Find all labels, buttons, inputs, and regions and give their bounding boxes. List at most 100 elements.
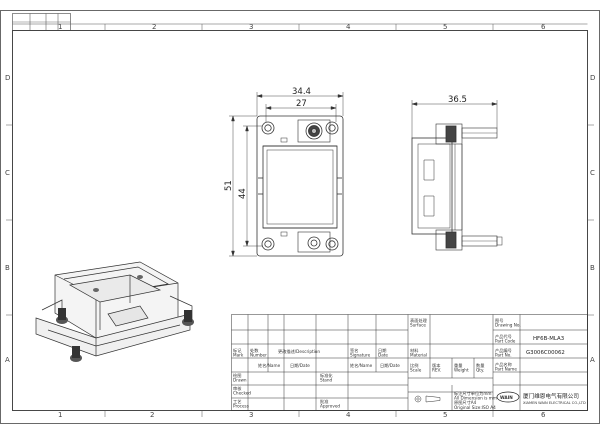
- side-grid-ticks: [6, 124, 594, 316]
- label-surface-text-line-1: Surface: [410, 323, 426, 328]
- corner-revision-box: [12, 13, 71, 31]
- label-material-text: 材料: [410, 347, 419, 354]
- label-zone-text-line-1: Number: [250, 353, 267, 358]
- label-process-text-line-1: Process: [233, 404, 249, 409]
- grid-col-top-5: 5: [443, 23, 447, 31]
- label-part-no-text-line-1: Part No.: [495, 353, 512, 358]
- label-scale-text-line-1: Scale: [410, 368, 422, 373]
- label-date2: 日期/Date: [290, 363, 310, 369]
- label-drawing-no-text: 图号: [495, 318, 503, 324]
- grid-col-top-6: 6: [541, 23, 546, 31]
- label-signature-text-line-1: Signature: [350, 353, 371, 358]
- isometric-view: [35, 261, 193, 357]
- side-view: [411, 123, 503, 251]
- label-material-text-line-1: Material: [410, 353, 427, 358]
- part-code-value: HF6B-MLA3: [533, 336, 564, 342]
- grid-col-bottom-3: 3: [249, 411, 253, 419]
- projection-symbol-icon: [414, 395, 441, 403]
- label-signature-text: 签名: [350, 347, 358, 354]
- grid-row-left-b: B: [5, 264, 10, 272]
- label-drawing-no-text-line-1: Drawing No.: [495, 323, 521, 328]
- label-part-no-text: 产品编号: [495, 347, 512, 354]
- top-grid-ticks: [12, 23, 588, 31]
- label-checked-text: 审核: [233, 385, 242, 392]
- company-logo: WAIN: [496, 391, 520, 403]
- label-date-text-line-1: Date: [378, 353, 388, 358]
- grid-col-top-3: 3: [249, 23, 253, 31]
- label-date3: 日期/Date: [380, 363, 400, 369]
- label-rev-text: 版本: [432, 362, 441, 369]
- note-dimensions-text-line-1: All Dimension is mm: [454, 396, 497, 401]
- dim-depth: 36.5: [448, 95, 467, 105]
- grid-col-top-4: 4: [346, 23, 351, 31]
- grid-col-top-2: 2: [152, 23, 156, 31]
- grid-row-left-d: D: [5, 74, 10, 82]
- label-name2: 姓名/Name: [350, 362, 373, 369]
- note-dimensions-text-line-2: 原图尺寸A4: [454, 399, 477, 406]
- note-dimensions-text: 标注尺寸单位为mm: [454, 390, 491, 397]
- label-qty-text-line-1: Qty.: [476, 368, 484, 373]
- label-approved-text-line-1: Approved: [320, 404, 340, 409]
- dim-height-outer: 51: [224, 180, 234, 191]
- label-name: 姓名/Name: [258, 362, 281, 369]
- company-name-cn: 厦门维恩电气有限公司: [523, 392, 579, 400]
- label-mark-text-line-1: Mark: [233, 353, 244, 358]
- label-drawn-text: 绘图: [233, 372, 241, 379]
- grid-col-bottom-6: 6: [541, 411, 546, 419]
- label-part-code-text-line-1: Part Code: [495, 339, 516, 344]
- note-dimensions-text-line-3: Original Size:ISO A4: [454, 405, 496, 410]
- label-part-name-text-line-1: Part Name: [495, 367, 517, 372]
- label-standard-text: 标准化: [320, 372, 333, 379]
- label-weight-text-line-1: Weight: [454, 368, 469, 373]
- logo-text: WAIN: [500, 395, 513, 400]
- label-approved-text: 批准: [320, 398, 328, 405]
- grid-row-left-a: A: [5, 356, 10, 364]
- label-mark-text: 标记: [233, 347, 242, 354]
- label-rev-text-line-1: REV.: [432, 368, 441, 373]
- label-scale-text: 比例: [410, 362, 418, 369]
- dim-width-outer: 34.4: [292, 87, 311, 97]
- side-view-dimensions: [411, 100, 498, 138]
- label-date-text: 日期: [378, 348, 386, 354]
- isometric-screws: [56, 275, 194, 362]
- label-zone-text: 处数: [250, 347, 259, 354]
- label-process-text: 工艺: [233, 399, 241, 404]
- grid-col-bottom-5: 5: [443, 411, 447, 419]
- label-weight-text: 重量: [454, 362, 462, 369]
- bottom-grid-ticks: [104, 410, 494, 417]
- dim-height-inner: 44: [238, 188, 248, 199]
- grid-row-right-d: D: [590, 74, 595, 82]
- grid-col-bottom-4: 4: [346, 411, 351, 419]
- label-part-name-text: 产品名称: [495, 361, 512, 368]
- label-qty-text: 数量: [476, 362, 484, 369]
- title-block-grid: [231, 314, 588, 411]
- label-checked-text-line-1: Checked: [233, 391, 251, 396]
- front-view-dimensions: [229, 92, 344, 257]
- grid-col-bottom-2: 2: [150, 411, 154, 419]
- label-part-code-text: 产品代号: [495, 333, 512, 340]
- label-drawn-text-line-1: Drawn: [233, 378, 247, 383]
- grid-row-right-a: A: [590, 356, 595, 364]
- grid-row-left-c: C: [5, 169, 10, 177]
- company-name-en: XIAMEN WAIN ELECTRICAL CO.,LTD: [523, 401, 586, 405]
- grid-col-top-1: 1: [58, 23, 62, 31]
- front-view: [256, 115, 344, 257]
